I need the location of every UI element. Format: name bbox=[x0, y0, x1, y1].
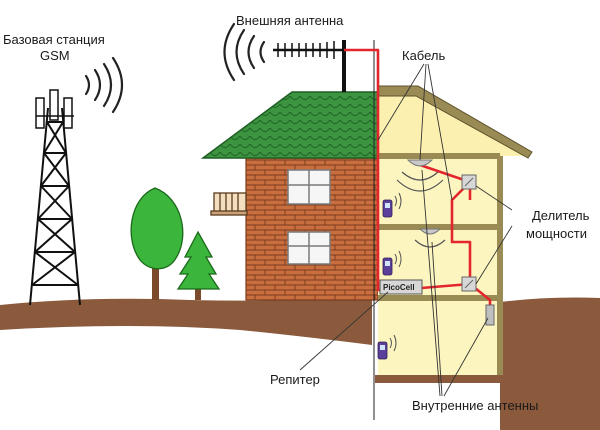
splitter-icon-2 bbox=[461, 276, 477, 292]
ground-right bbox=[500, 297, 600, 430]
yagi-antenna-icon bbox=[273, 40, 346, 92]
ceiling-antenna-icon-2 bbox=[414, 228, 446, 248]
internal-antennas-label: Внутренние антенны bbox=[412, 398, 538, 413]
repeater-box: PicoCell bbox=[379, 279, 423, 295]
mobile-phone-icon-3 bbox=[377, 334, 397, 360]
window-lower bbox=[287, 231, 331, 265]
repeater-label: Репитер bbox=[270, 372, 320, 387]
mobile-phone-icon-2 bbox=[382, 250, 402, 276]
antenna-signal-wave-icon bbox=[223, 22, 266, 82]
repeater-device-label: PicoCell bbox=[383, 283, 415, 292]
window-upper bbox=[287, 169, 331, 205]
cable-label: Кабель bbox=[402, 48, 445, 63]
base-station-label-line2: GSM bbox=[40, 48, 70, 63]
tower-signal-wave-icon bbox=[84, 56, 124, 114]
tree-icon bbox=[130, 187, 184, 300]
tower-panel-antennas bbox=[35, 89, 74, 129]
balcony bbox=[210, 192, 248, 216]
ceiling-antenna-icon bbox=[396, 159, 444, 192]
wall-antenna-icon bbox=[485, 304, 495, 326]
splitter-label-line2: мощности bbox=[526, 226, 587, 241]
mobile-phone-icon bbox=[382, 192, 402, 218]
tower-icon bbox=[29, 107, 81, 306]
base-station-label-line1: Базовая станция bbox=[3, 32, 105, 47]
splitter-label-line1: Делитель bbox=[532, 208, 590, 223]
splitter-icon bbox=[461, 174, 477, 190]
leader-lines bbox=[299, 63, 513, 397]
ground bbox=[0, 298, 372, 345]
roof bbox=[200, 91, 379, 159]
pine-tree-icon bbox=[176, 230, 221, 300]
external-antenna-label: Внешняя антенна bbox=[236, 13, 344, 28]
